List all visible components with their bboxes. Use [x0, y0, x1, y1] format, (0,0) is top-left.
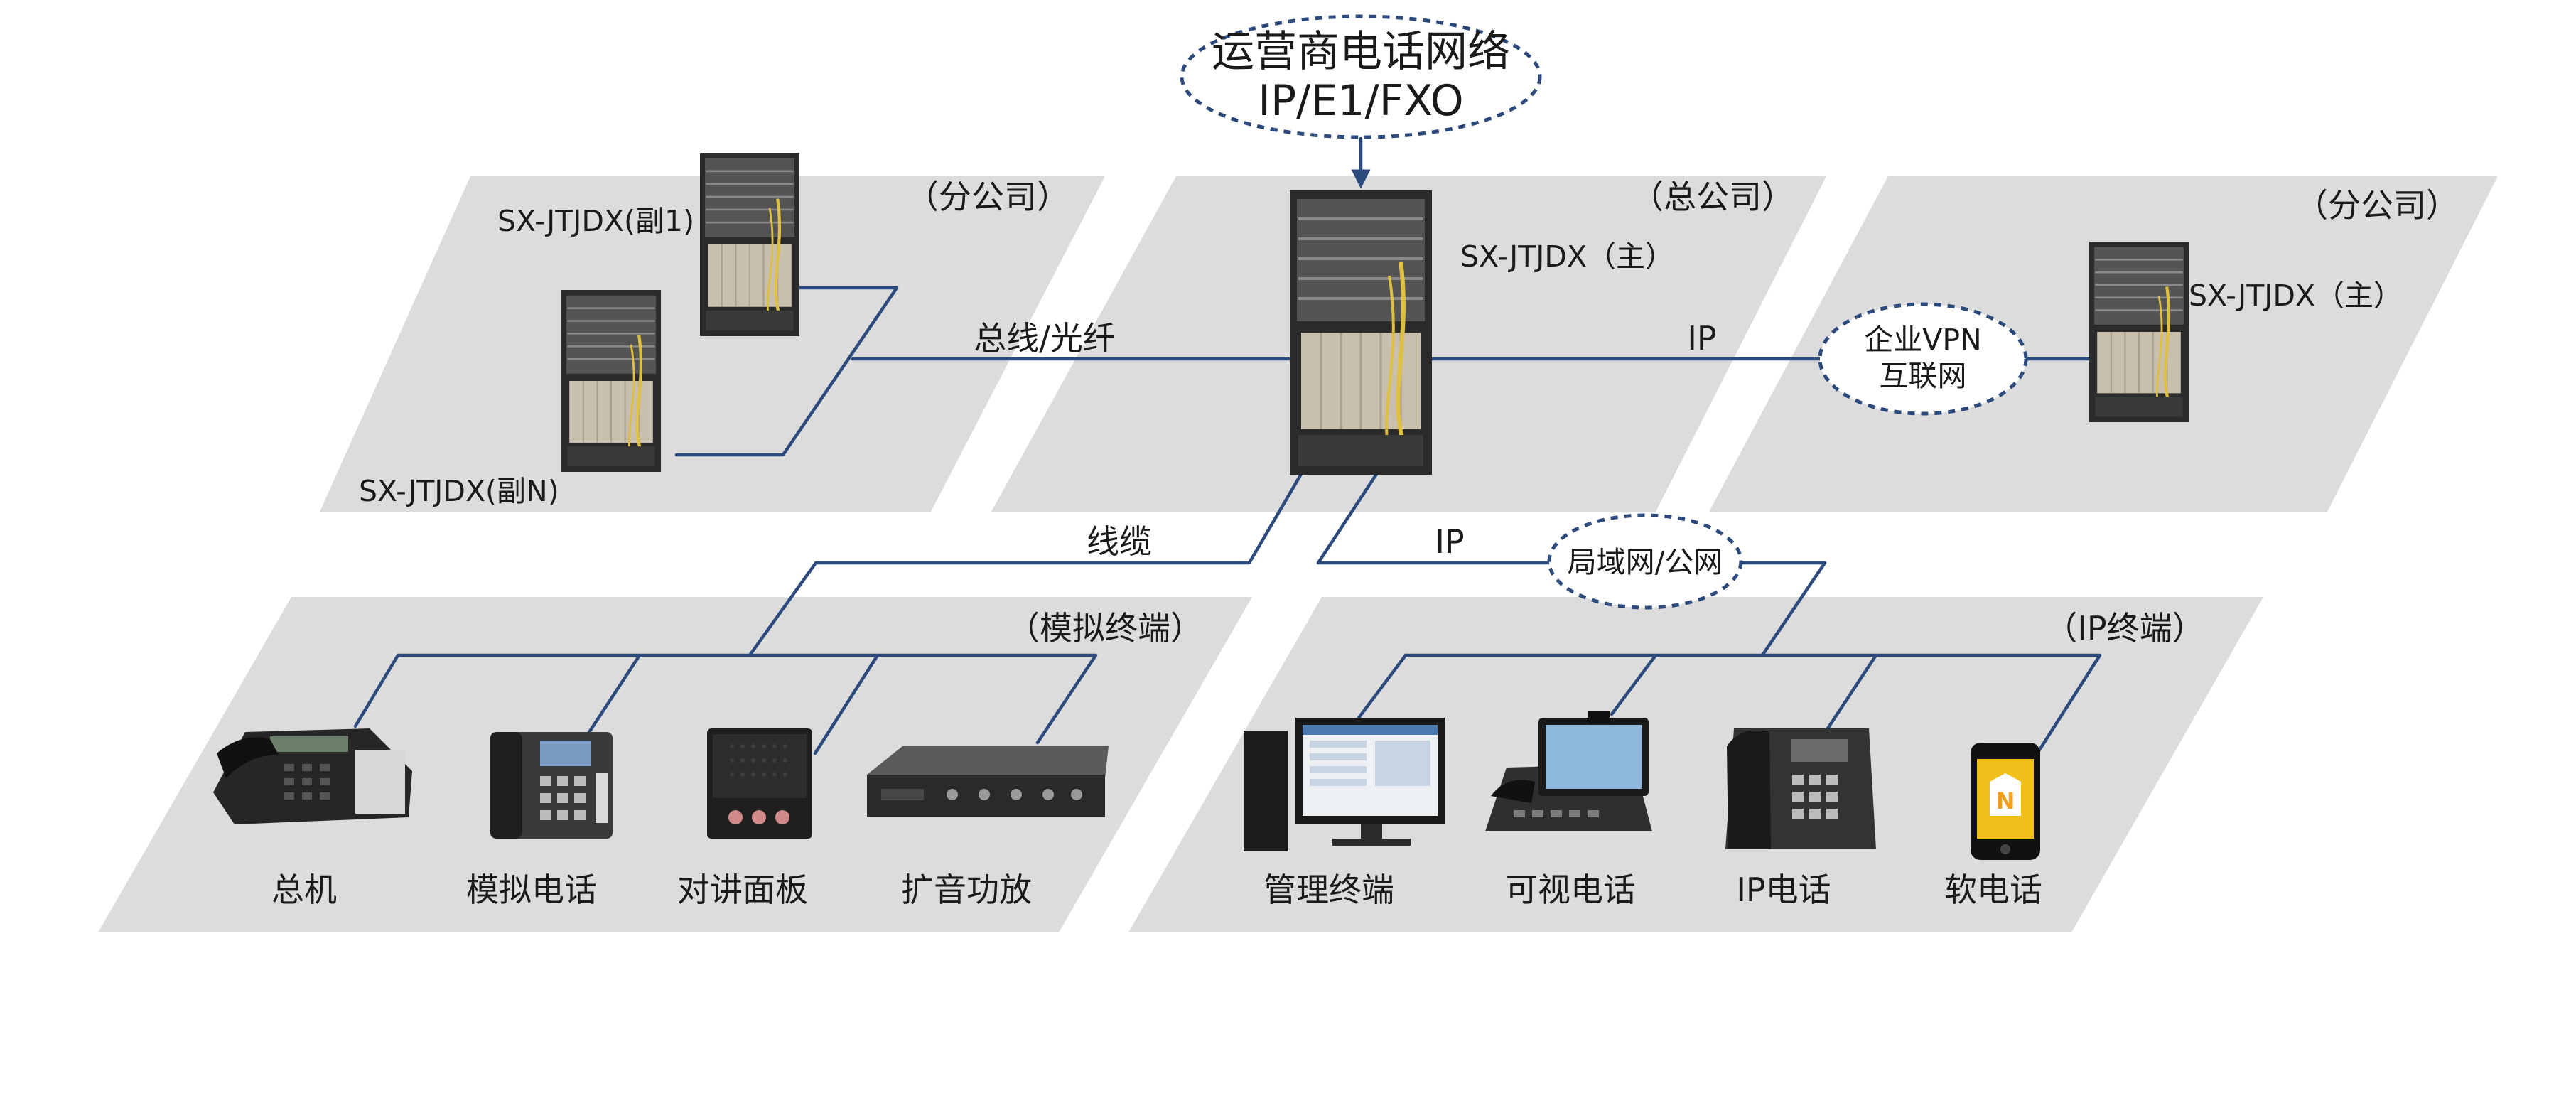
zone-ip-label: （IP终端） — [2044, 609, 2204, 647]
main-server-label: SX-JTJDX（主） — [1460, 239, 1674, 274]
bus-fiber-label: 总线/光纤 — [974, 319, 1116, 357]
zone-branch-right-label: （分公司） — [2295, 186, 2459, 225]
ip-top-label: IP — [1687, 319, 1716, 357]
connection-lines — [353, 136, 2102, 758]
mgmt-terminal-label: 管理终端 — [1263, 871, 1394, 909]
sub1-server-label: SX-JTJDX(副1) — [497, 204, 694, 238]
lan-public-cloud: 局域网/公网 — [1547, 513, 1743, 610]
sub1-server-cabinet — [700, 153, 799, 336]
carrier-network-cloud: 运营商电话网络 IP/E1/FXO — [1180, 14, 1542, 139]
ip-phone-icon — [1725, 728, 1876, 849]
svg-text:N: N — [1996, 787, 2015, 814]
svg-text:互联网: 互联网 — [1880, 359, 1967, 393]
intercom-panel-icon — [707, 728, 812, 839]
subN-server-cabinet — [561, 290, 661, 472]
analog-phone-icon — [490, 732, 613, 839]
switchboard-phone-icon — [213, 728, 412, 824]
svg-text:局域网/公网: 局域网/公网 — [1568, 545, 1723, 579]
cable-label: 线缆 — [1087, 522, 1152, 561]
analog-phone-label: 模拟电话 — [466, 871, 597, 909]
subN-server-label: SX-JTJDX(副N) — [359, 474, 559, 508]
ip-bottom-label: IP — [1435, 522, 1464, 561]
video-phone-icon — [1485, 711, 1652, 831]
video-phone-label: 可视电话 — [1505, 871, 1636, 909]
amplifier-icon — [867, 746, 1109, 817]
branch-server-cabinet — [2089, 242, 2189, 422]
svg-text:IP/E1/FXO: IP/E1/FXO — [1258, 76, 1463, 126]
zone-analog — [98, 597, 1252, 932]
vpn-internet-cloud: 企业VPN 互联网 — [1818, 302, 2028, 416]
svg-text:运营商电话网络: 运营商电话网络 — [1212, 27, 1510, 77]
softphone-smartphone-icon: N — [1971, 743, 2040, 860]
intercom-label: 对讲面板 — [677, 871, 808, 909]
svg-text:企业VPN: 企业VPN — [1864, 323, 1981, 357]
zone-analog-label: （模拟终端） — [1007, 609, 1203, 647]
branch-server-label: SX-JTJDX（主） — [2189, 279, 2403, 313]
zone-branch-left-label: （分公司） — [906, 178, 1069, 216]
main-server-cabinet — [1290, 190, 1432, 475]
switchboard-label: 总机 — [271, 871, 337, 909]
management-terminal-icon — [1244, 718, 1445, 851]
ip-phone-label: IP电话 — [1736, 871, 1831, 909]
zone-branch-left — [320, 176, 1105, 512]
amplifier-label: 扩音功放 — [901, 871, 1032, 909]
softphone-label: 软电话 — [1944, 871, 2042, 909]
zone-hq-label: （总公司） — [1631, 178, 1794, 216]
